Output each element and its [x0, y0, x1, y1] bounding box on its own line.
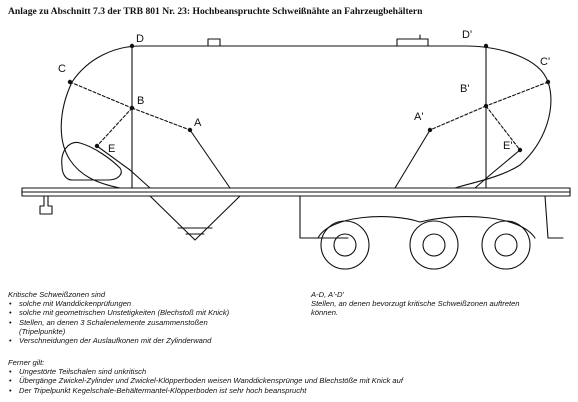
point-a	[187, 127, 193, 133]
wheel-2	[409, 220, 459, 270]
list-item: Ungestörte Teilschalen sind unkritisch	[8, 367, 573, 376]
point-e	[94, 143, 100, 149]
label-b-prime: B'	[460, 83, 469, 95]
list-item: solche mit geometrischen Unstetigkeiten …	[8, 308, 308, 317]
point-c-prime	[545, 79, 551, 85]
label-d: D	[136, 33, 144, 45]
cone-right	[394, 129, 521, 189]
point-b-prime	[483, 103, 489, 109]
critical-zones-list-cont: Verschneidungen der Auslaufkonen mit der…	[8, 336, 308, 345]
list-item: Verschneidungen der Auslaufkonen mit der…	[8, 336, 308, 345]
page-header-title: Anlage zu Abschnitt 7.3 der TRB 801 Nr. …	[8, 6, 423, 17]
label-c: C	[58, 63, 66, 75]
list-item: Stellen, an denen 3 Schalenelemente zusa…	[8, 318, 308, 327]
tank-outline	[60, 45, 552, 189]
point-d-prime	[483, 43, 489, 49]
critical-zones-notes: Kritische Schweißzonen sind solche mit W…	[8, 290, 308, 345]
dome-right	[396, 38, 429, 47]
additional-notes-list: Ungestörte Teilschalen sind unkritisch Ü…	[8, 367, 573, 395]
list-item: Der Tripelpunkt Kegelschale-Behältermant…	[8, 386, 573, 395]
label-d-prime: D'	[462, 29, 472, 41]
label-a-prime: A'	[414, 111, 423, 123]
additional-notes: Ferner gilt: Ungestörte Teilschalen sind…	[8, 358, 573, 395]
list-item: solche mit Wanddickenprüfungen	[8, 299, 308, 308]
label-b: B	[137, 95, 144, 107]
critical-zones-list: solche mit Wanddickenprüfungen solche mi…	[8, 299, 308, 327]
legend-notes: A-D, A'-D' Stellen, an denen bevorzugt k…	[311, 290, 566, 318]
label-e: E	[108, 143, 115, 155]
cone-left	[96, 129, 231, 189]
list-item-continuation: (Tripelpunkte)	[19, 326, 66, 336]
king-pin	[39, 195, 53, 215]
label-e-prime: E'	[503, 140, 512, 152]
wheel-arch	[317, 216, 536, 239]
wheel-3	[481, 220, 531, 270]
tank-trailer-drawing: D C B A E D' C' B' A' E'	[21, 29, 571, 270]
legend-text-line2: können.	[311, 308, 339, 318]
label-c-prime: C'	[540, 56, 550, 68]
wheel-1	[320, 220, 370, 270]
point-d	[129, 43, 135, 49]
cutout-left	[61, 141, 122, 181]
list-item: Übergänge Zwickel-Zylinder und Zwickel-K…	[8, 376, 573, 385]
legend-text-line1: Stellen, an denen bevorzugt kritische Sc…	[311, 299, 520, 309]
point-e-prime	[517, 147, 523, 153]
dome-left	[207, 38, 221, 47]
hopper-funnel	[149, 195, 241, 241]
critical-zones-heading: Kritische Schweißzonen sind	[8, 290, 106, 299]
label-a: A	[194, 117, 202, 129]
chassis-frame	[21, 187, 571, 197]
point-a-prime	[427, 127, 433, 133]
point-c	[67, 79, 73, 85]
point-b	[129, 105, 135, 111]
additional-notes-heading: Ferner gilt:	[8, 358, 45, 367]
legend-heading: A-D, A'-D'	[311, 290, 344, 299]
